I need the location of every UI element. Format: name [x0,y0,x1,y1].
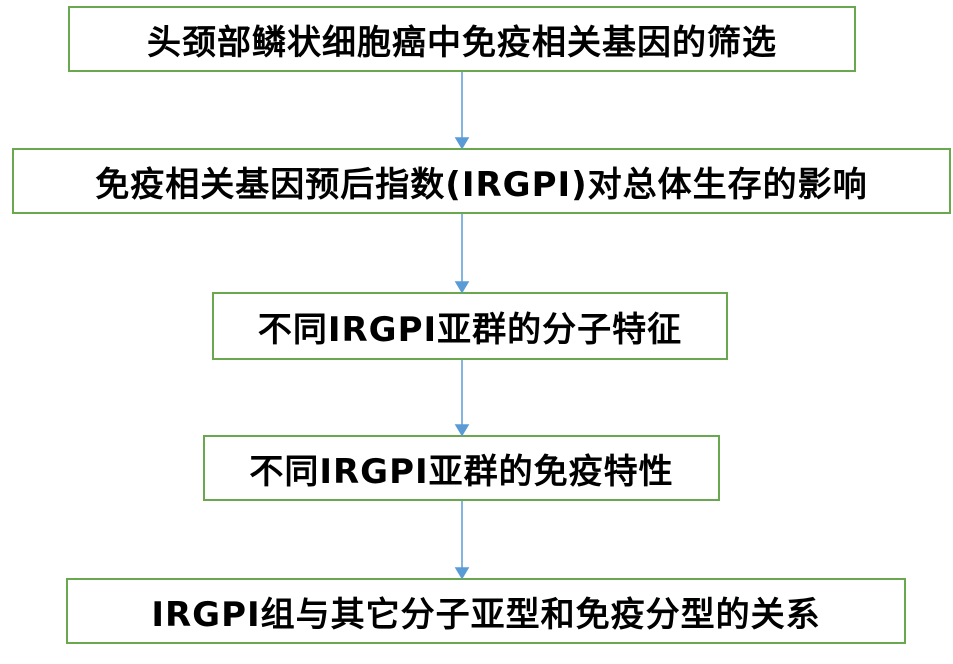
flowchart-step-5: IRGPI组与其它分子亚型和免疫分型的关系 [66,578,906,644]
step-3-label: 不同IRGPI亚群的分子特征 [257,309,683,350]
arrowhead-4-to-5 [454,567,470,580]
arrowhead-2-to-3 [454,281,470,294]
flowchart-step-1: 头颈部鳞状细胞癌中免疫相关基因的筛选 [68,6,856,72]
step-1-label: 头颈部鳞状细胞癌中免疫相关基因的筛选 [147,22,777,63]
arrowhead-3-to-4 [454,424,470,437]
flowchart-step-4: 不同IRGPI亚群的免疫特性 [203,435,720,501]
flowchart-step-3: 不同IRGPI亚群的分子特征 [212,292,728,360]
step-2-label: 免疫相关基因预后指数(IRGPI)对总体生存的影响 [95,164,868,205]
step-5-label: IRGPI组与其它分子亚型和免疫分型的关系 [151,594,821,635]
arrowhead-1-to-2 [454,137,470,150]
flowchart-step-2: 免疫相关基因预后指数(IRGPI)对总体生存的影响 [12,148,951,214]
step-4-label: 不同IRGPI亚群的免疫特性 [249,451,674,492]
